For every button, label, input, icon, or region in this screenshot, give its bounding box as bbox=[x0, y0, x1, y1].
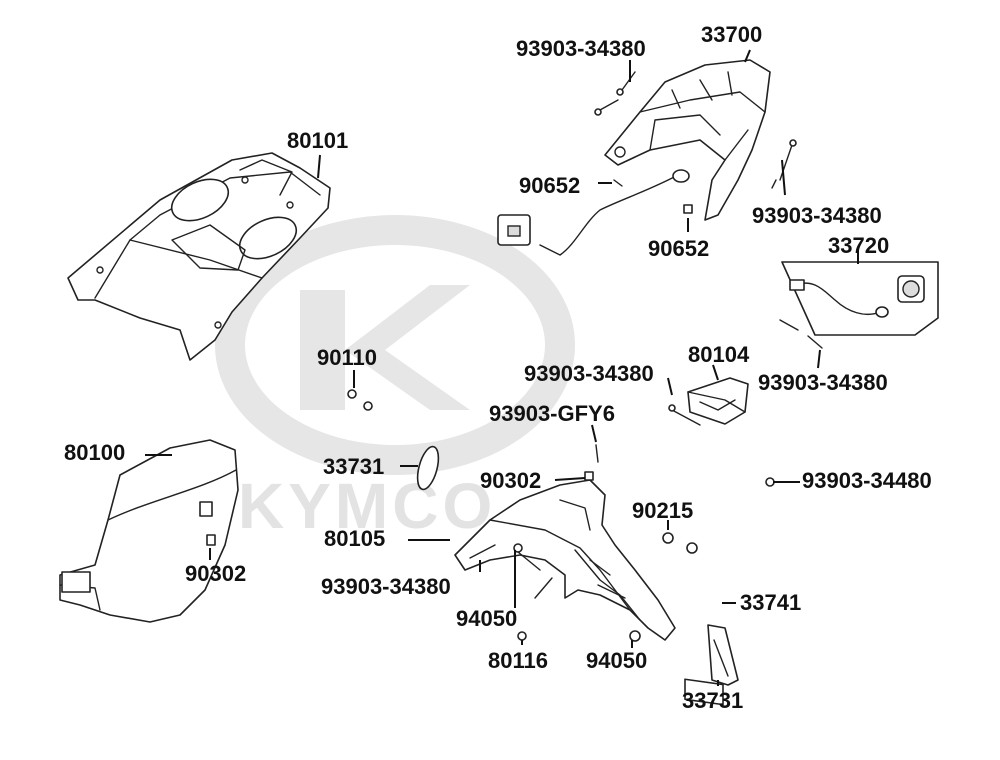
label-80104[interactable]: 80104 bbox=[688, 342, 750, 367]
screw-icon bbox=[807, 335, 823, 349]
part-80101-rear-cover[interactable] bbox=[67, 152, 331, 361]
label-90215[interactable]: 90215 bbox=[632, 498, 694, 523]
label-93903-34380-box[interactable]: 93903-34380 bbox=[758, 370, 888, 395]
screw-head-icon bbox=[765, 477, 775, 487]
label-33741[interactable]: 33741 bbox=[740, 590, 802, 615]
label-93903-34380-mid[interactable]: 93903-34380 bbox=[524, 361, 654, 386]
nut-icon bbox=[206, 534, 216, 546]
label-93903-34380-right[interactable]: 93903-34380 bbox=[752, 203, 882, 228]
screw-icon bbox=[599, 99, 619, 111]
part-80100-rear-fender[interactable] bbox=[59, 439, 239, 623]
label-90652-right[interactable]: 90652 bbox=[648, 236, 710, 261]
label-33720[interactable]: 33720 bbox=[828, 233, 890, 258]
screw-icon bbox=[771, 179, 777, 189]
nut-icon bbox=[686, 542, 698, 554]
part-33741-plate[interactable] bbox=[684, 678, 724, 706]
nut-icon bbox=[363, 401, 373, 411]
screw-icon bbox=[595, 444, 599, 463]
nut-icon bbox=[347, 389, 357, 399]
screw-head-icon bbox=[789, 139, 797, 147]
kymco-watermark: KYMCO bbox=[215, 215, 575, 542]
clip-icon bbox=[683, 204, 693, 214]
nut-icon bbox=[517, 631, 527, 641]
screw-icon bbox=[517, 551, 541, 571]
watermark-text: KYMCO bbox=[238, 470, 496, 542]
screw-icon bbox=[671, 409, 701, 426]
part-33700-tail-light[interactable] bbox=[497, 59, 771, 256]
washer-icon bbox=[662, 532, 674, 544]
kymco-kc-logo-icon bbox=[215, 215, 575, 475]
label-93903-34480[interactable]: 93903-34480 bbox=[802, 468, 932, 493]
part-80104-small-cover[interactable] bbox=[687, 377, 749, 425]
label-33700[interactable]: 33700 bbox=[701, 22, 763, 47]
part-80105-rear-bracket[interactable] bbox=[454, 479, 676, 641]
screw-head-icon bbox=[668, 404, 676, 412]
label-80100[interactable]: 80100 bbox=[64, 440, 126, 465]
screw-icon bbox=[621, 71, 636, 91]
label-80116[interactable]: 80116 bbox=[488, 648, 548, 673]
screw-icon bbox=[779, 319, 799, 331]
label-94050-left[interactable]: 94050 bbox=[456, 606, 518, 631]
screw-head-icon bbox=[616, 88, 624, 96]
label-93903-34380-bottom[interactable]: 93903-34380 bbox=[321, 574, 451, 599]
label-80101[interactable]: 80101 bbox=[287, 128, 349, 153]
clip-icon bbox=[613, 179, 623, 187]
nut-icon bbox=[584, 471, 594, 481]
label-90302-left[interactable]: 90302 bbox=[185, 561, 247, 586]
nut-icon bbox=[629, 630, 641, 642]
label-90110[interactable]: 90110 bbox=[317, 345, 377, 370]
label-33731-upper[interactable]: 33731 bbox=[323, 454, 385, 479]
label-90302-right[interactable]: 90302 bbox=[480, 468, 542, 493]
screw-icon bbox=[534, 577, 553, 599]
label-90652-left[interactable]: 90652 bbox=[519, 173, 581, 198]
screw-icon bbox=[469, 544, 496, 559]
screw-icon bbox=[779, 144, 793, 181]
part-33720-socket-kit[interactable] bbox=[781, 261, 939, 336]
label-33731-lower[interactable]: 33731 bbox=[682, 688, 744, 713]
label-93903-GFY6[interactable]: 93903-GFY6 bbox=[489, 401, 615, 426]
label-94050-right[interactable]: 94050 bbox=[586, 648, 648, 673]
label-93903-34380-top[interactable]: 93903-34380 bbox=[516, 36, 646, 61]
part-33731-reflector-lower[interactable] bbox=[707, 624, 739, 686]
label-80105[interactable]: 80105 bbox=[324, 526, 386, 551]
part-33731-reflector-upper[interactable] bbox=[414, 444, 443, 491]
screw-head-icon bbox=[594, 108, 602, 116]
leader-lines bbox=[145, 49, 859, 686]
